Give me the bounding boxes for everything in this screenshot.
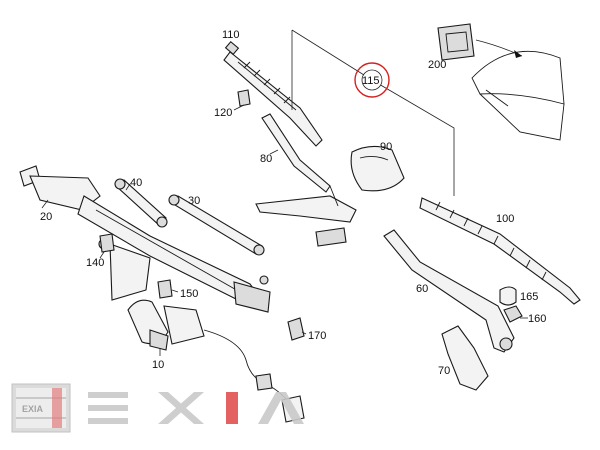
callout-40: 40 bbox=[130, 177, 142, 189]
callout-160: 160 bbox=[528, 313, 546, 325]
cap-165 bbox=[499, 286, 517, 306]
clip-170 bbox=[287, 317, 307, 341]
callout-60: 60 bbox=[416, 283, 428, 295]
linkage-rod-40 bbox=[114, 178, 168, 228]
wiper-blade-110 bbox=[223, 40, 323, 147]
linkage-rod-30 bbox=[168, 194, 265, 256]
exia-wordmark: EXIA bbox=[88, 392, 304, 445]
cover-70 bbox=[441, 325, 489, 391]
callout-200: 200 bbox=[428, 59, 446, 71]
callout-100: 100 bbox=[496, 213, 514, 225]
nut-160 bbox=[503, 305, 528, 323]
callout-170: 170 bbox=[308, 330, 326, 342]
exia-watermark: EXIA EXIA bbox=[11, 383, 304, 445]
callout-140: 140 bbox=[86, 257, 104, 269]
bolt-150 bbox=[157, 279, 179, 299]
svg-text:EXIA: EXIA bbox=[88, 442, 91, 445]
clip-120 bbox=[233, 89, 251, 111]
callout-110: 110 bbox=[222, 29, 240, 41]
callout-70: 70 bbox=[438, 365, 450, 377]
callout-30: 30 bbox=[188, 195, 200, 207]
callout-165: 165 bbox=[520, 291, 538, 303]
wiper-arm-60 bbox=[383, 229, 515, 353]
windshield-sketch-200 bbox=[437, 23, 565, 141]
callout-120: 120 bbox=[214, 107, 232, 119]
callout-150: 150 bbox=[180, 288, 198, 300]
exia-badge-logo: EXIA bbox=[11, 383, 71, 433]
svg-text:EXIA: EXIA bbox=[22, 404, 44, 414]
callout-10: 10 bbox=[152, 359, 164, 371]
callout-20: 20 bbox=[40, 211, 52, 223]
callout-80: 80 bbox=[260, 153, 272, 165]
callout-115: 115 bbox=[362, 75, 380, 87]
callout-115-highlight: 115 bbox=[354, 62, 390, 98]
callout-90: 90 bbox=[380, 141, 392, 153]
callout-115-leader bbox=[291, 29, 455, 196]
wiper-linkage-20 bbox=[19, 165, 271, 313]
wiper-arm-80 bbox=[255, 113, 357, 247]
cover-cap-90 bbox=[350, 145, 405, 192]
bolt-140 bbox=[99, 233, 115, 259]
callout-labels: 110 120 80 90 200 100 60 165 160 70 40 3… bbox=[40, 29, 546, 377]
wiper-blade-100 bbox=[419, 197, 581, 305]
highlight-ring bbox=[354, 62, 390, 98]
